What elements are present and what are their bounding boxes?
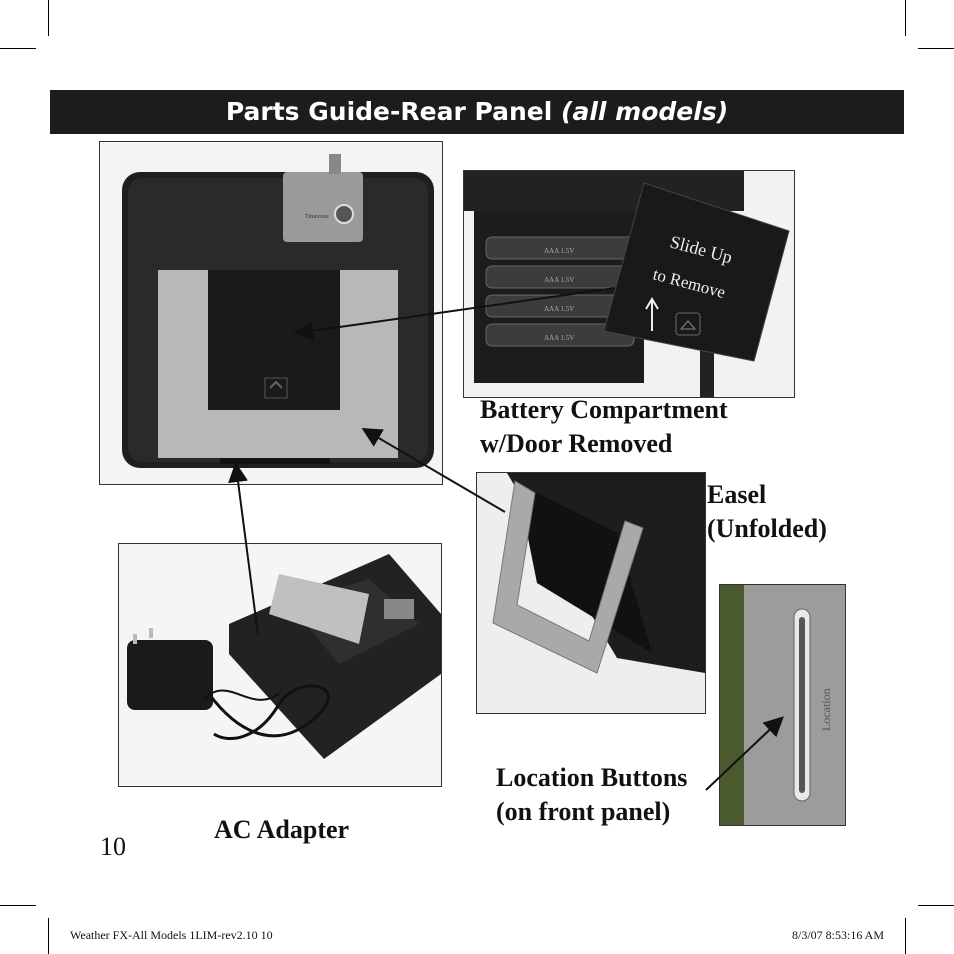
- crop-mark: [48, 918, 49, 954]
- battery-compartment-photo: AAA 1.5V AAA 1.5V AAA 1.5V AAA 1.5V Slid…: [463, 170, 795, 398]
- crop-mark: [918, 905, 954, 906]
- ac-adapter-label: AC Adapter: [214, 815, 350, 844]
- battery-label-line2: w/Door Removed: [480, 429, 673, 458]
- easel-photo: [476, 472, 706, 714]
- location-label: Location Buttons (on front panel): [496, 761, 687, 829]
- location-label-line2: (on front panel): [496, 797, 671, 826]
- page-title: Parts Guide-Rear Panel (all models): [50, 90, 904, 134]
- easel-label-line1: Easel: [707, 480, 767, 509]
- crop-mark: [0, 48, 36, 49]
- footer-left: Weather FX-All Models 1LIM-rev2.10 10: [70, 928, 273, 942]
- easel-label: Easel (Unfolded): [707, 478, 827, 546]
- battery-text: AAA 1.5V: [544, 276, 574, 284]
- crop-mark: [918, 48, 954, 49]
- page-number: 10: [100, 832, 126, 861]
- battery-label: Battery Compartment w/Door Removed: [480, 393, 728, 461]
- battery-text: AAA 1.5V: [544, 247, 574, 255]
- crop-mark: [905, 918, 906, 954]
- crop-mark: [48, 0, 49, 36]
- easel-label-line2: (Unfolded): [707, 514, 827, 543]
- footer-right: 8/3/07 8:53:16 AM: [791, 928, 884, 942]
- rear-panel-photo: Timezone: [99, 141, 443, 485]
- title-emphasis: (all models): [561, 97, 729, 126]
- title-main: Parts Guide-Rear Panel: [225, 97, 562, 126]
- location-label-line1: Location Buttons: [496, 763, 688, 792]
- timezone-text: Timezone: [305, 214, 329, 220]
- crop-mark: [0, 905, 36, 906]
- battery-text: AAA 1.5V: [544, 334, 574, 342]
- location-buttons-photo: Location: [719, 584, 846, 826]
- battery-text: AAA 1.5V: [544, 305, 574, 313]
- crop-mark: [905, 0, 906, 36]
- location-text: Location: [819, 688, 833, 731]
- ac-adapter-photo: [118, 543, 442, 787]
- battery-label-line1: Battery Compartment: [480, 395, 728, 424]
